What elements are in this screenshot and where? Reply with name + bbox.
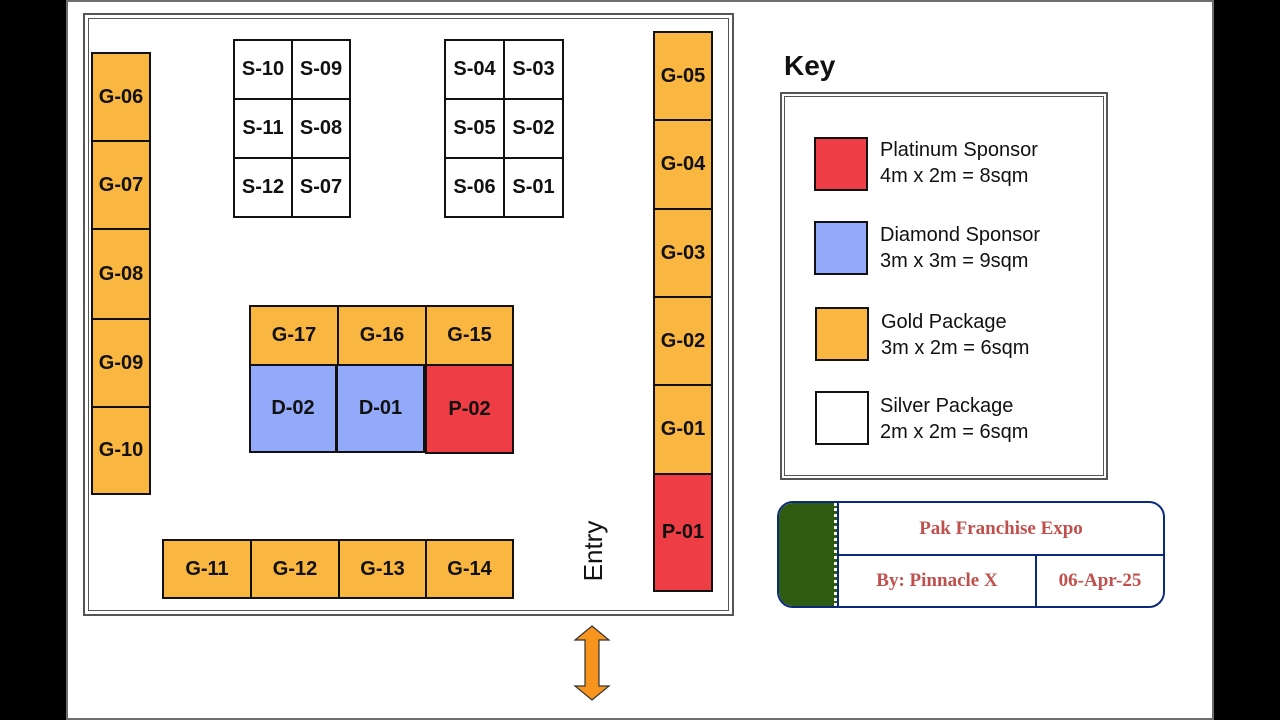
key-item-size: 3m x 3m = 9sqm [880, 250, 1029, 272]
booth-g11[interactable]: G-11 [162, 539, 252, 599]
booth-s12[interactable]: S-12 [233, 157, 293, 218]
booth-s07[interactable]: S-07 [291, 157, 351, 218]
booth-d02[interactable]: D-02 [249, 364, 337, 453]
event-title: Pak Franchise Expo [919, 517, 1083, 539]
diamond-swatch [814, 221, 868, 275]
key-item-diamond: Diamond Sponsor 3m x 3m = 9sqm [880, 222, 1040, 274]
booth-d01[interactable]: D-01 [336, 364, 425, 453]
booth-s04[interactable]: S-04 [444, 39, 505, 100]
key-item-platinum: Platinum Sponsor 4m x 2m = 8sqm [880, 137, 1038, 189]
booth-g03[interactable]: G-03 [653, 208, 713, 298]
booth-g09[interactable]: G-09 [91, 318, 151, 408]
booth-s11[interactable]: S-11 [233, 98, 293, 159]
booth-g01[interactable]: G-01 [653, 384, 713, 475]
key-box-inner [784, 96, 1104, 476]
title-block-row-divider [837, 554, 1163, 556]
entry-arrow-icon [573, 625, 611, 701]
booth-g05[interactable]: G-05 [653, 31, 713, 121]
booth-g10[interactable]: G-10 [91, 406, 151, 495]
booth-g14[interactable]: G-14 [425, 539, 514, 599]
booth-g15[interactable]: G-15 [425, 305, 514, 366]
booth-s01[interactable]: S-01 [503, 157, 564, 218]
title-block-accent [779, 503, 837, 606]
key-box [780, 92, 1108, 480]
booth-g17[interactable]: G-17 [249, 305, 339, 366]
gold-swatch [815, 307, 869, 361]
key-item-size: 2m x 2m = 6sqm [880, 421, 1029, 443]
booth-g02[interactable]: G-02 [653, 296, 713, 386]
key-item-gold: Gold Package 3m x 2m = 6sqm [881, 309, 1029, 361]
date-label: 06-Apr-25 [1058, 570, 1142, 591]
booth-g16[interactable]: G-16 [337, 305, 427, 366]
booth-g06[interactable]: G-06 [91, 52, 151, 142]
title-block-col-divider [1035, 554, 1037, 606]
key-item-size: 3m x 2m = 6sqm [881, 337, 1030, 359]
booth-g04[interactable]: G-04 [653, 119, 713, 210]
booth-g12[interactable]: G-12 [250, 539, 340, 599]
platinum-swatch [814, 137, 868, 191]
booth-g13[interactable]: G-13 [338, 539, 427, 599]
key-item-name: Diamond Sponsor [880, 224, 1041, 246]
booth-g07[interactable]: G-07 [91, 140, 151, 230]
floor-plan-inner-wall [88, 18, 729, 611]
key-title: Key [784, 50, 836, 81]
silver-swatch [815, 391, 869, 445]
booth-s06[interactable]: S-06 [444, 157, 505, 218]
booth-s08[interactable]: S-08 [291, 98, 351, 159]
entry-label: Entry [577, 520, 608, 582]
booth-s05[interactable]: S-05 [444, 98, 505, 159]
booth-s10[interactable]: S-10 [233, 39, 293, 100]
key-item-size: 4m x 2m = 8sqm [880, 165, 1029, 187]
booth-s09[interactable]: S-09 [291, 39, 351, 100]
booth-s02[interactable]: S-02 [503, 98, 564, 159]
booth-s03[interactable]: S-03 [503, 39, 564, 100]
title-block: Pak Franchise Expo By: Pinnacle X 06-Apr… [777, 501, 1165, 608]
author-label: By: Pinnacle X [876, 570, 998, 591]
booth-g08[interactable]: G-08 [91, 228, 151, 320]
booth-p02[interactable]: P-02 [425, 364, 514, 454]
key-item-name: Silver Package [880, 395, 1014, 417]
key-item-name: Platinum Sponsor [880, 139, 1038, 161]
key-item-silver: Silver Package 2m x 2m = 6sqm [880, 393, 1028, 445]
key-item-name: Gold Package [881, 311, 1007, 333]
booth-p01[interactable]: P-01 [653, 473, 713, 592]
